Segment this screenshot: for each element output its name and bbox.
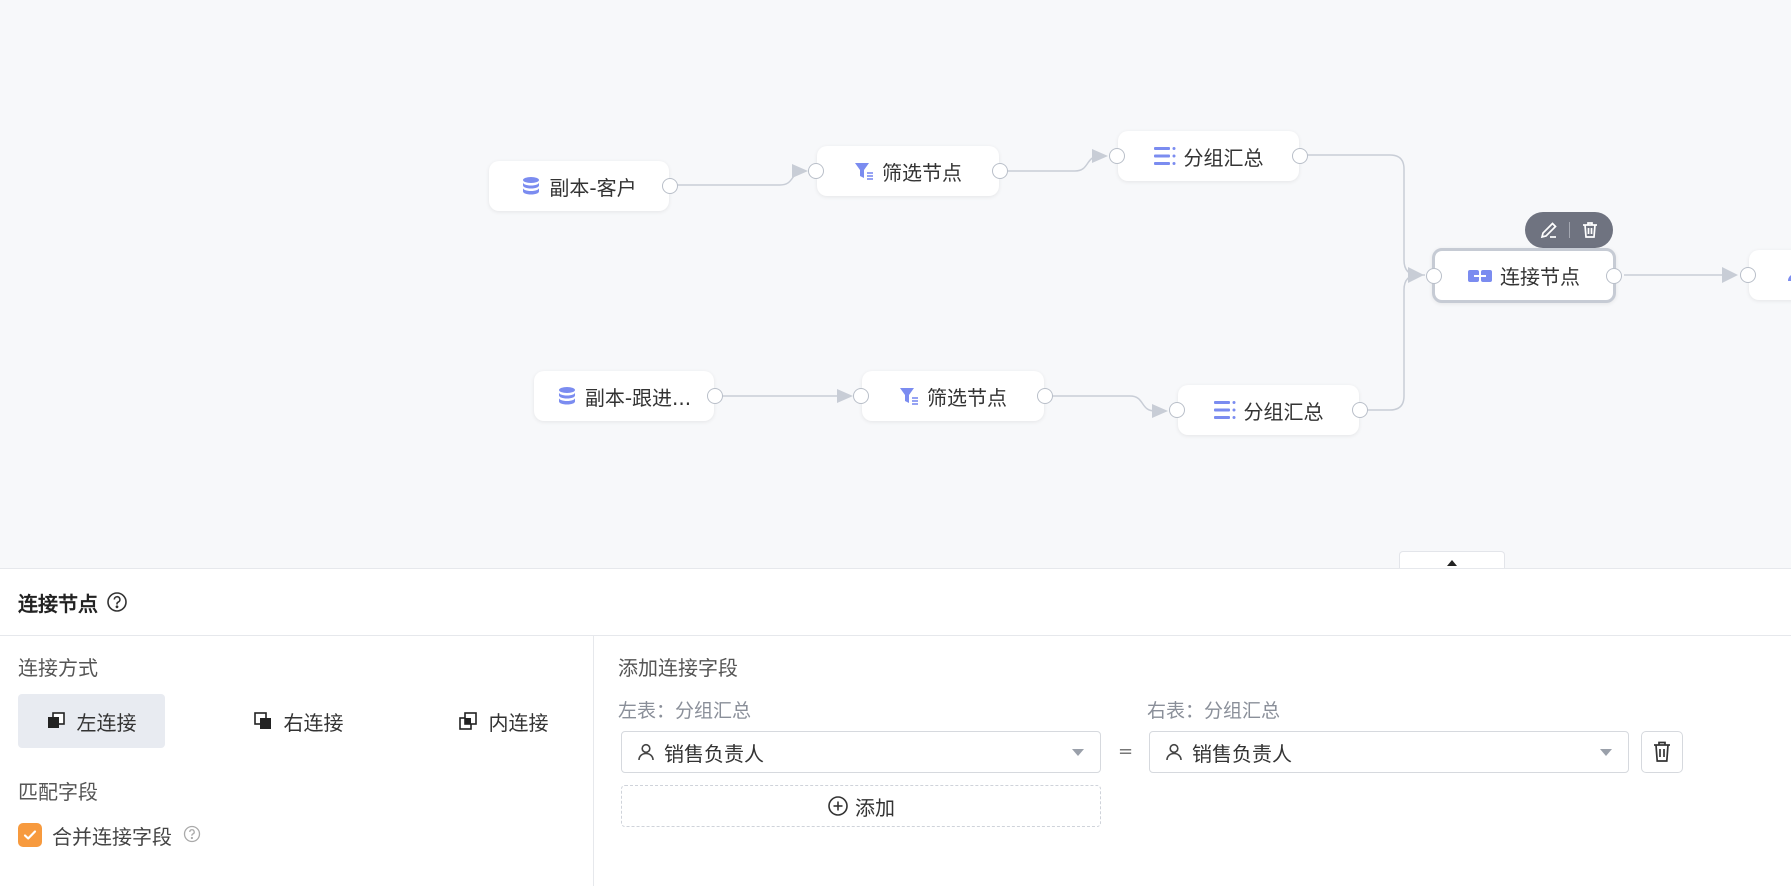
- node-filter-1[interactable]: 筛选节点: [808, 146, 1008, 196]
- help-circle-icon[interactable]: [183, 825, 201, 843]
- caret-up-icon: [1447, 551, 1457, 569]
- right-join-button[interactable]: 右连接: [225, 694, 372, 748]
- join-type-section: 连接方式 左连接 右连接 内连接 匹配字段 合并连接字段: [0, 636, 594, 886]
- inner-join-button[interactable]: 内连接: [430, 694, 577, 748]
- flow-canvas[interactable]: 副本-客户 筛选节点 分组汇总 副本-跟进... 筛选节点: [0, 0, 1791, 568]
- node-group-summary-1[interactable]: 分组汇总: [1109, 131, 1308, 181]
- node-join[interactable]: 连接节点: [1426, 248, 1622, 303]
- arrow-group2: [1152, 404, 1168, 418]
- input-port[interactable]: [808, 163, 824, 179]
- delete-join-field-button[interactable]: [1641, 731, 1683, 773]
- join-type-label: 连接方式: [18, 656, 98, 680]
- panel-header: 连接节点: [0, 569, 1791, 636]
- inner-join-label: 内连接: [488, 710, 549, 735]
- left-join-button[interactable]: 左连接: [18, 694, 165, 748]
- merge-fields-label: 合并连接字段: [52, 825, 172, 849]
- toolbar-divider: [1568, 222, 1570, 238]
- input-port[interactable]: [1109, 148, 1125, 164]
- node-label: 分组汇总: [1183, 145, 1264, 170]
- equals-sign: =: [1118, 741, 1134, 762]
- node-label: 副本-跟进...: [584, 385, 692, 410]
- help-circle-icon[interactable]: [106, 591, 128, 613]
- output-port[interactable]: [707, 388, 723, 404]
- edge-filter2-group2: [1052, 395, 1156, 412]
- edge-filter1-group1: [1007, 155, 1101, 172]
- trash-icon: [1654, 741, 1670, 762]
- node-source-followup[interactable]: 副本-跟进...: [534, 371, 723, 421]
- node-label: 分组汇总: [1243, 399, 1324, 424]
- arrow-filter1: [792, 164, 808, 178]
- output-port[interactable]: [992, 163, 1008, 179]
- right-join-icon: [253, 712, 272, 730]
- join-icon: [1468, 268, 1492, 284]
- edge-group1-join: [1307, 154, 1425, 276]
- caret-down-icon: [1072, 749, 1084, 756]
- output-port[interactable]: [1606, 267, 1622, 284]
- merge-fields-checkbox[interactable]: [18, 823, 42, 847]
- input-port[interactable]: [1426, 267, 1442, 284]
- node-source-customer[interactable]: 副本-客户: [489, 161, 678, 211]
- left-table-label: 左表：分组汇总: [618, 700, 752, 722]
- node-toolbar: [1525, 212, 1613, 248]
- output-icon: [1785, 265, 1791, 285]
- database-icon: [521, 176, 541, 196]
- match-fields-label: 匹配字段: [18, 780, 98, 804]
- user-icon: [1164, 742, 1184, 762]
- user-icon: [636, 742, 656, 762]
- panel-collapse-toggle[interactable]: [1399, 551, 1505, 568]
- group-summary-icon: [1153, 146, 1176, 166]
- add-join-field-button[interactable]: 添加: [621, 785, 1101, 827]
- config-panel: 连接节点 连接方式 左连接 右连接 内连接 匹配字段: [0, 568, 1791, 886]
- filter-icon: [899, 386, 919, 406]
- caret-down-icon: [1600, 749, 1612, 756]
- left-field-value: 销售负责人: [664, 741, 764, 766]
- left-field-select[interactable]: 销售负责人: [621, 731, 1101, 773]
- join-fields-label: 添加连接字段: [618, 656, 738, 680]
- left-join-label: 左连接: [76, 710, 137, 735]
- node-label: 副本-客户: [549, 175, 637, 200]
- add-label: 添加: [855, 795, 895, 820]
- inner-join-icon: [458, 712, 477, 730]
- output-port[interactable]: [1037, 388, 1053, 404]
- check-icon: [23, 830, 37, 840]
- join-fields-section: 添加连接字段 左表：分组汇总 右表：分组汇总 销售负责人 = 销售负责人 添加: [594, 636, 1791, 886]
- trash-icon[interactable]: [1580, 220, 1600, 240]
- panel-title: 连接节点: [18, 591, 98, 616]
- edit-icon[interactable]: [1539, 220, 1559, 240]
- right-join-label: 右连接: [283, 710, 344, 735]
- arrow-join: [1408, 267, 1424, 283]
- node-filter-2[interactable]: 筛选节点: [853, 371, 1053, 421]
- output-port[interactable]: [1352, 402, 1368, 418]
- arrow-filter2: [837, 389, 853, 403]
- right-field-value: 销售负责人: [1192, 741, 1292, 766]
- input-port[interactable]: [1169, 402, 1185, 418]
- arrow-next: [1722, 267, 1738, 283]
- node-label: 连接节点: [1500, 265, 1580, 289]
- right-table-label: 右表：分组汇总: [1147, 700, 1281, 722]
- node-label: 筛选节点: [927, 385, 1007, 410]
- node-output-partial[interactable]: [1740, 250, 1791, 300]
- plus-circle-icon: [827, 795, 849, 817]
- edge-src1-filter1: [677, 170, 806, 186]
- left-join-icon: [47, 712, 65, 730]
- filter-icon: [854, 161, 874, 181]
- database-icon: [557, 386, 577, 406]
- edge-group2-join: [1367, 274, 1419, 411]
- output-port[interactable]: [662, 178, 678, 194]
- input-port[interactable]: [1740, 267, 1756, 283]
- group-summary-icon: [1213, 400, 1236, 420]
- right-field-select[interactable]: 销售负责人: [1149, 731, 1629, 773]
- output-port[interactable]: [1292, 148, 1308, 164]
- input-port[interactable]: [853, 388, 869, 404]
- node-group-summary-2[interactable]: 分组汇总: [1169, 385, 1368, 435]
- arrow-group1: [1092, 149, 1108, 163]
- edge-layer: [677, 149, 1738, 418]
- node-label: 筛选节点: [882, 160, 962, 185]
